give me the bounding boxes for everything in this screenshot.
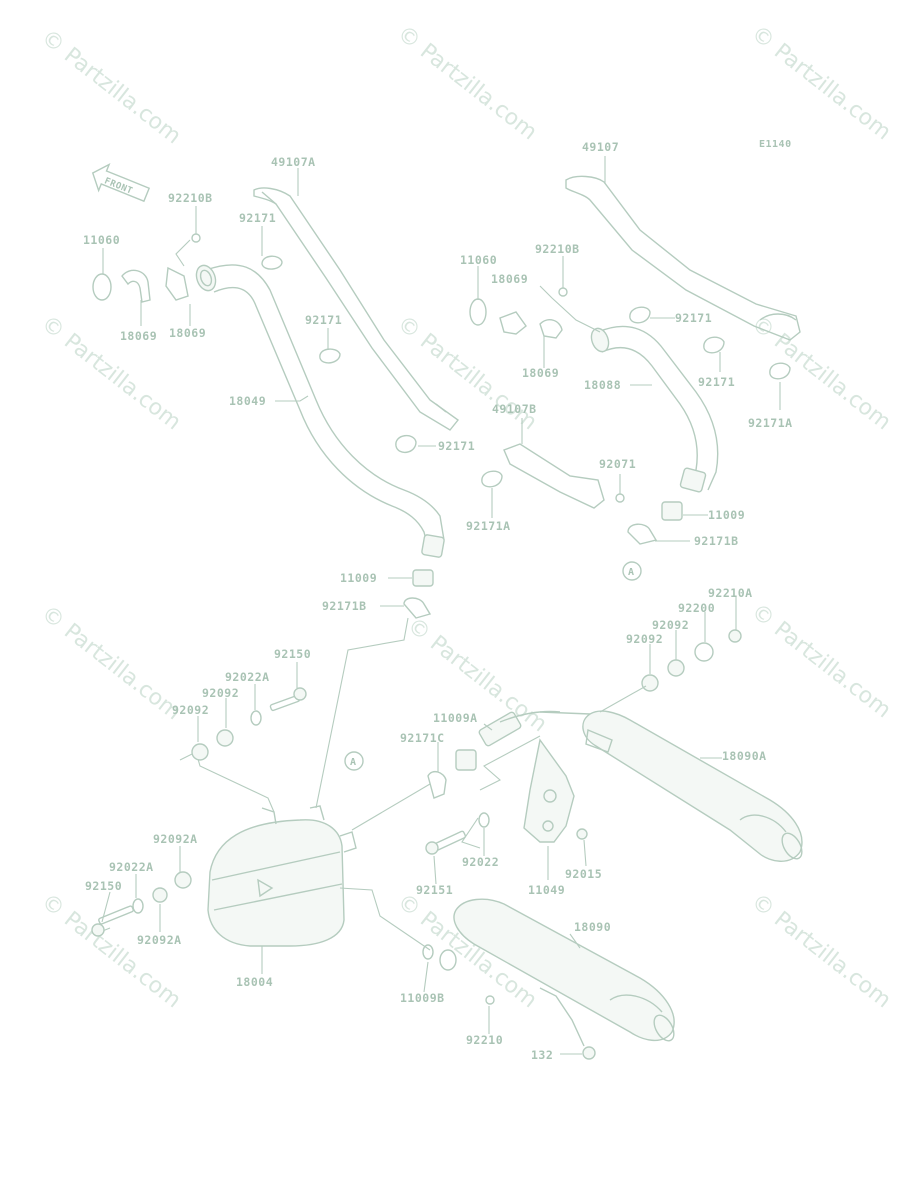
part-label: 18069 — [169, 326, 206, 340]
left-fasteners — [91, 687, 307, 937]
part-label: 92022A — [225, 670, 270, 684]
front-arrow-icon: FRONT — [91, 163, 151, 203]
part-label: 92022A — [109, 860, 154, 874]
diagram-code: E1140 — [759, 139, 792, 150]
part-label: 92171C — [400, 731, 445, 745]
watermark: © Partzilla.com — [746, 21, 895, 145]
watermark: © Partzilla.com — [36, 889, 185, 1013]
part-label: 92171 — [438, 439, 475, 453]
part-label: 18069 — [491, 272, 528, 286]
watermark: © Partzilla.com — [392, 311, 541, 435]
part-label: 92171A — [748, 416, 793, 430]
part-label: 92171 — [239, 211, 276, 225]
part-label: 92210A — [708, 586, 753, 600]
mid-fasteners — [425, 711, 588, 855]
part-label: 92092 — [202, 686, 239, 700]
part-label: 92150 — [85, 879, 122, 893]
reference-marker: A — [622, 561, 642, 581]
part-label: 18069 — [120, 329, 157, 343]
watermark: © Partzilla.com — [36, 601, 185, 725]
bracket — [523, 738, 575, 843]
part-label: 92150 — [274, 647, 311, 661]
part-label: 92151 — [416, 883, 453, 897]
watermark: © Partzilla.com — [36, 311, 185, 435]
part-label: 92171B — [322, 599, 367, 613]
part-label: 11009B — [400, 991, 445, 1005]
front-arrow-label: FRONT — [103, 176, 134, 196]
part-label: 49107B — [492, 402, 537, 416]
part-label: 11009 — [708, 508, 745, 522]
left-small-parts — [92, 233, 434, 619]
part-label: 92015 — [565, 867, 602, 881]
muffler-upper-right — [499, 710, 803, 862]
part-label: 49107 — [582, 140, 619, 154]
part-label: 18069 — [522, 366, 559, 380]
part-label: 92171B — [694, 534, 739, 548]
watermark: © Partzilla.com — [746, 889, 895, 1013]
part-label: 11049 — [528, 883, 565, 897]
part-label: 92092A — [137, 933, 182, 947]
heat-shield-left — [253, 187, 460, 431]
part-label: 18088 — [584, 378, 621, 392]
part-label: 18090A — [722, 749, 767, 763]
part-label: 11060 — [83, 233, 120, 247]
part-label: 92171 — [698, 375, 735, 389]
label-leaders — [101, 156, 781, 1055]
part-label: 92092A — [153, 832, 198, 846]
watermark: © Partzilla.com — [746, 599, 895, 723]
part-label: 92092 — [652, 618, 689, 632]
part-label: 92210B — [535, 242, 580, 256]
leader-lines — [99, 617, 541, 951]
muffler-box — [207, 805, 357, 947]
part-label: 11060 — [460, 253, 497, 267]
ref-marker-label: A — [628, 567, 635, 578]
heat-shield-right — [565, 175, 801, 341]
part-label: 18049 — [229, 394, 266, 408]
part-label: 92071 — [599, 457, 636, 471]
upper-right-fasteners — [599, 629, 742, 713]
header-pipe-left — [195, 264, 445, 558]
part-label: 92092 — [172, 703, 209, 717]
watermark: © Partzilla.com — [392, 21, 541, 145]
ref-marker-label: A — [350, 757, 357, 768]
part-label: 92092 — [626, 632, 663, 646]
part-label: 132 — [531, 1048, 553, 1062]
part-label: 92171 — [675, 311, 712, 325]
part-label: 18004 — [236, 975, 273, 989]
part-label: 18090 — [574, 920, 611, 934]
part-label: 49107A — [271, 155, 316, 169]
part-label: 92022 — [462, 855, 499, 869]
part-label: 92210 — [466, 1033, 503, 1047]
watermark: © Partzilla.com — [36, 25, 185, 149]
part-label: 92200 — [678, 601, 715, 615]
part-labels: 49107A 49107 92210B 11060 92171 18069 18… — [83, 140, 793, 1062]
part-label: 92171 — [305, 313, 342, 327]
right-small-parts — [469, 287, 791, 488]
part-label: 92210B — [168, 191, 213, 205]
part-label: 92171A — [466, 519, 511, 533]
header-pipe-right — [590, 325, 719, 545]
part-label: 11009A — [433, 711, 478, 725]
part-label: 11009 — [340, 571, 377, 585]
reference-marker: A — [344, 751, 364, 771]
heat-shield-mid — [503, 443, 625, 509]
muffler-lower — [422, 898, 675, 1060]
